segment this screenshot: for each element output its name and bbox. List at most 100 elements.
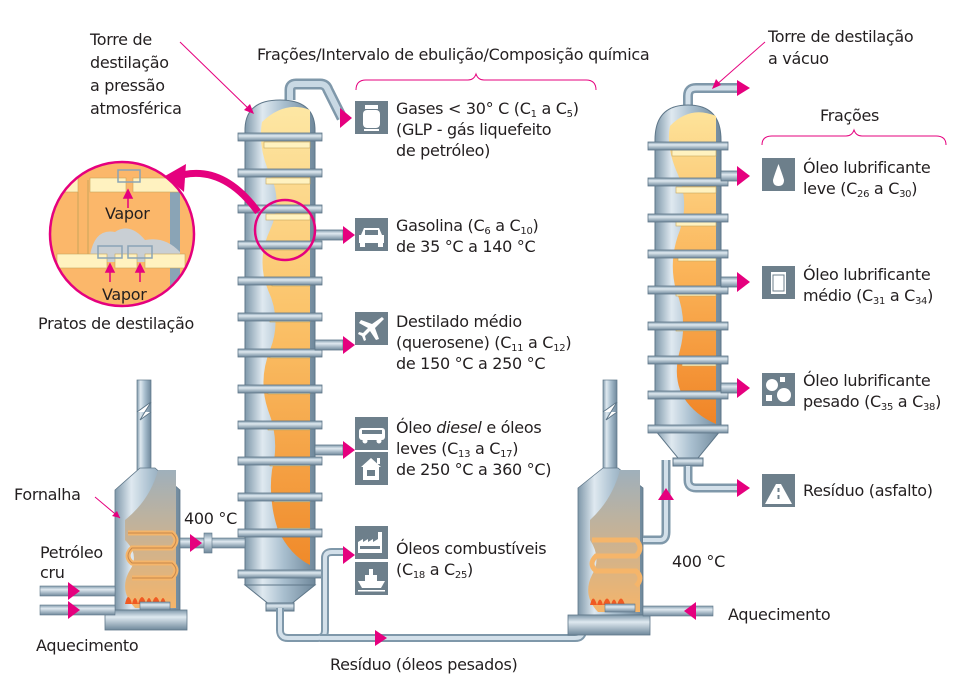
vacuum-tower	[647, 80, 750, 497]
label-line: cru	[40, 563, 65, 582]
atmospheric-tower	[237, 78, 347, 612]
text: )	[512, 439, 519, 458]
text: )	[911, 179, 918, 198]
text: (C	[396, 560, 413, 579]
text: e óleos	[481, 418, 542, 437]
furnace-label: Fornalha	[14, 485, 81, 504]
text: médio (C	[803, 286, 873, 305]
left-furnace	[39, 379, 246, 631]
bus-icon	[355, 417, 388, 450]
subscript: 5	[566, 109, 573, 120]
fraction-fuel-oils: Óleos combustíveis (C18 a C25)	[396, 538, 547, 581]
text: )	[935, 392, 942, 411]
left-furnace-temperature: 400 °C	[184, 509, 237, 528]
fraction-line: de 35 °C a 140 °C	[396, 237, 536, 256]
subscript: 25	[454, 570, 468, 581]
subscript: 6	[484, 226, 491, 237]
label-line: destilação	[90, 53, 169, 72]
fraction-line: Gasolina (C6 a C10)	[396, 215, 539, 237]
diagram-title: Frações/Intervalo de ebulição/Composição…	[257, 45, 650, 64]
fraction-line: de petróleo)	[396, 141, 491, 160]
subscript: 38	[922, 402, 936, 413]
text: pesado (C	[803, 392, 881, 411]
label-line: atmosférica	[90, 99, 182, 118]
airplane-icon	[355, 312, 388, 345]
fraction-line: de 250 °C a 360 °C)	[396, 460, 552, 479]
residue-pipe-label: Resíduo (óleos pesados)	[330, 655, 518, 674]
fraction-line: de 150 °C a 250 °C	[396, 354, 546, 373]
text: )	[927, 286, 934, 305]
crude-oil-label: Petróleo cru	[40, 543, 103, 583]
fraction-gases: Gases < 30° C (C1 a C5) (GLP - gás lique…	[396, 98, 579, 161]
text: Óleo	[396, 418, 437, 437]
ship-icon	[355, 562, 388, 595]
fraction-line: Óleos combustíveis	[396, 539, 547, 558]
text: a C	[490, 216, 521, 235]
right-heating-label: Aquecimento	[728, 605, 831, 624]
vapor-label-top: Vapor	[105, 204, 150, 223]
text: )	[467, 560, 473, 579]
fraction-line: leves (C13 a C17)	[396, 438, 551, 460]
italic-text: diesel	[436, 418, 482, 437]
fraction-line: pesado (C35 a C38)	[803, 391, 942, 413]
gas-cylinder-icon	[355, 101, 388, 134]
text: a C	[893, 392, 923, 411]
text: a C	[869, 179, 900, 198]
fraction-line: Óleo lubrificante	[803, 158, 931, 177]
vapor-label-bottom: Vapor	[102, 285, 147, 304]
house-icon	[355, 452, 388, 485]
right-furnace-temperature: 400 °C	[672, 552, 725, 571]
label-line: a pressão	[90, 76, 165, 95]
text: )	[565, 333, 572, 352]
subscript: 10	[520, 226, 533, 237]
fraction-heavy-lube: Óleo lubrificante pesado (C35 a C38)	[803, 370, 942, 413]
right-furnace	[567, 379, 714, 636]
fraction-line: (GLP - gás liquefeito	[396, 120, 552, 139]
subscript: 17	[500, 449, 513, 460]
subscript: 1	[530, 109, 537, 120]
car-icon	[355, 218, 388, 251]
subscript: 31	[872, 296, 886, 307]
fraction-medium-lube: Óleo lubrificante médio (C31 a C34)	[803, 264, 934, 307]
fraction-line: Óleo diesel e óleos	[396, 417, 551, 438]
fraction-line: Gases < 30° C (C1 a C5)	[396, 98, 579, 120]
text: a C	[536, 99, 567, 118]
fractions-header: Frações	[820, 106, 880, 125]
gears-icon	[762, 373, 795, 406]
fraction-line: Óleo lubrificante	[803, 371, 931, 390]
subscript: 34	[915, 296, 928, 307]
output-arrows-atmospheric	[340, 108, 355, 564]
label-line: Torre de	[90, 30, 152, 49]
text: a C	[470, 439, 501, 458]
subscript: 11	[511, 343, 524, 354]
road-icon	[762, 474, 795, 507]
atmospheric-tower-label: Torre de destilação a pressão atmosféric…	[90, 28, 182, 120]
text: leve (C	[803, 179, 858, 198]
text: a C	[523, 333, 554, 352]
text: a C	[885, 286, 915, 305]
factory-icon	[355, 526, 388, 559]
label-line: Petróleo	[40, 543, 103, 562]
text: a C	[424, 560, 455, 579]
fraction-diesel: Óleo diesel e óleos leves (C13 a C17) de…	[396, 417, 552, 480]
detail-caption: Pratos de destilação	[38, 314, 195, 333]
fraction-light-lube: Óleo lubrificante leve (C26 a C30)	[803, 157, 931, 200]
fraction-kerosene: Destilado médio (querosene) (C11 a C12) …	[396, 311, 572, 374]
fraction-line: (C18 a C25)	[396, 559, 546, 581]
text: (querosene) (C	[396, 333, 512, 352]
fraction-line: leve (C26 a C30)	[803, 178, 930, 200]
fraction-line: médio (C31 a C34)	[803, 285, 934, 307]
text: )	[532, 216, 539, 235]
text: Gases < 30° C (C	[396, 99, 531, 118]
drop-icon	[762, 158, 795, 191]
subscript: 26	[857, 189, 870, 200]
text: Gasolina (C	[396, 216, 485, 235]
label-line: Torre de destilação	[768, 27, 914, 46]
text: leves (C	[396, 439, 459, 458]
label-line: a vácuo	[768, 49, 829, 68]
fraction-line: Óleo lubrificante	[803, 265, 931, 284]
fraction-gasoline: Gasolina (C6 a C10) de 35 °C a 140 °C	[396, 215, 539, 257]
fraction-line: (querosene) (C11 a C12)	[396, 332, 572, 354]
subscript: 13	[458, 449, 471, 460]
